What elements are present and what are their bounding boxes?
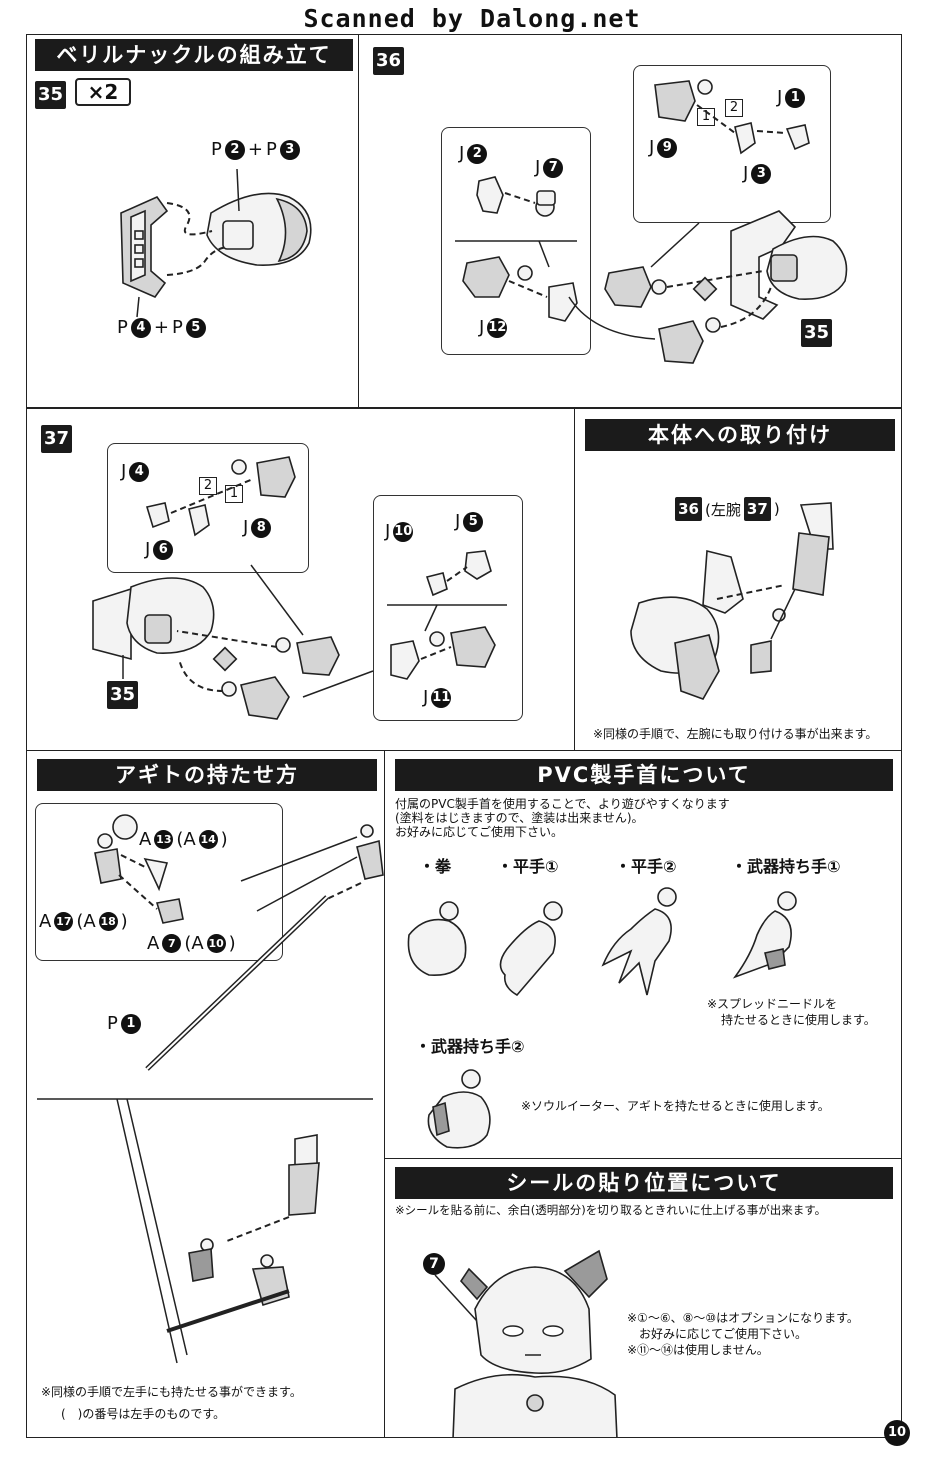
- hand-label-weapon-2: ・武器持ち手②: [415, 1037, 525, 1056]
- step-37-number: 37: [41, 425, 72, 453]
- knuckle-parts-illustration: [120, 168, 312, 318]
- step-36-illustration: [455, 79, 848, 364]
- seal-note-2: お好みに応じてご使用下さい。: [639, 1327, 808, 1341]
- ref-step-35: 35: [801, 319, 832, 347]
- pvc-panel: PVC製手首について 付属のPVC製手首を使用することで、より遊びやすくなります…: [384, 750, 902, 1160]
- seal-title: シールの貼り位置について: [395, 1167, 893, 1199]
- seal-panel: シールの貼り位置について ※シールを貼る前に、余白(透明部分)を切り取るときれい…: [384, 1158, 902, 1438]
- pvc-note-needle-2: 持たせるときに使用します。: [721, 1013, 876, 1027]
- pvc-intro-2: (塗料をはじきますので、塗装は出来ません)。: [395, 811, 644, 825]
- pvc-intro-1: 付属のPVC製手首を使用することで、より遊びやすくなります: [395, 797, 730, 811]
- order-box-2: 2: [725, 99, 743, 117]
- seal-note-3: ※⑪～⑭は使用しません。: [627, 1343, 769, 1357]
- pvc-hands-illustration: [407, 887, 797, 1149]
- page-number: 10: [884, 1420, 910, 1446]
- pvc-note-soul: ※ソウルイーター、アギトを持たせるときに使用します。: [521, 1099, 830, 1113]
- pvc-intro-3: お好みに応じてご使用下さい。: [395, 825, 564, 839]
- step-35-title: ベリルナックルの組み立て: [35, 39, 353, 71]
- seal-note-1: ※①～⑥、⑧～⑩はオプションになります。: [627, 1311, 859, 1325]
- agito-illustration: [37, 814, 384, 1364]
- seal-figure-illustration: [434, 1249, 618, 1437]
- agito-title: アギトの持たせ方: [37, 759, 377, 791]
- step-37-illustration: [92, 456, 507, 720]
- pvc-title: PVC製手首について: [395, 759, 893, 791]
- hand-label-fist: ・拳: [419, 857, 452, 876]
- agito-note-2: ( )の番号は左手のものです。: [61, 1407, 226, 1421]
- seal-marker-7: 7: [423, 1253, 445, 1275]
- agito-note-1: ※同様の手順で左手にも持たせる事ができます。: [41, 1385, 302, 1399]
- step-35-multiplier: ×2: [75, 78, 131, 106]
- hand-label-open-2: ・平手②: [615, 857, 677, 876]
- hand-label-open-1: ・平手①: [497, 857, 559, 876]
- hand-label-weapon-1: ・武器持ち手①: [731, 857, 841, 876]
- attach-step-label: 36 (左腕 37 ): [675, 497, 780, 521]
- attach-note: ※同様の手順で、左腕にも取り付ける事が出来ます。: [593, 727, 878, 741]
- step-36-number: 36: [373, 47, 404, 75]
- order-box-2: 2: [199, 477, 217, 495]
- scan-credit: Scanned by Dalong.net: [303, 4, 641, 33]
- attach-panel: 本体への取り付け 36 (左腕 37 ) ※同様の手順で、左腕にも取り付ける事が…: [574, 408, 902, 752]
- order-box-1: 1: [697, 108, 715, 126]
- attach-illustration: [630, 502, 834, 700]
- attach-title: 本体への取り付け: [585, 419, 895, 451]
- step-35-number: 35: [35, 81, 66, 109]
- pvc-note-needle-1: ※スプレッドニードルを: [707, 997, 838, 1011]
- seal-intro: ※シールを貼る前に、余白(透明部分)を切り取るときれいに仕上げる事が出来ます。: [395, 1203, 827, 1217]
- ref-step-35: 35: [107, 681, 138, 709]
